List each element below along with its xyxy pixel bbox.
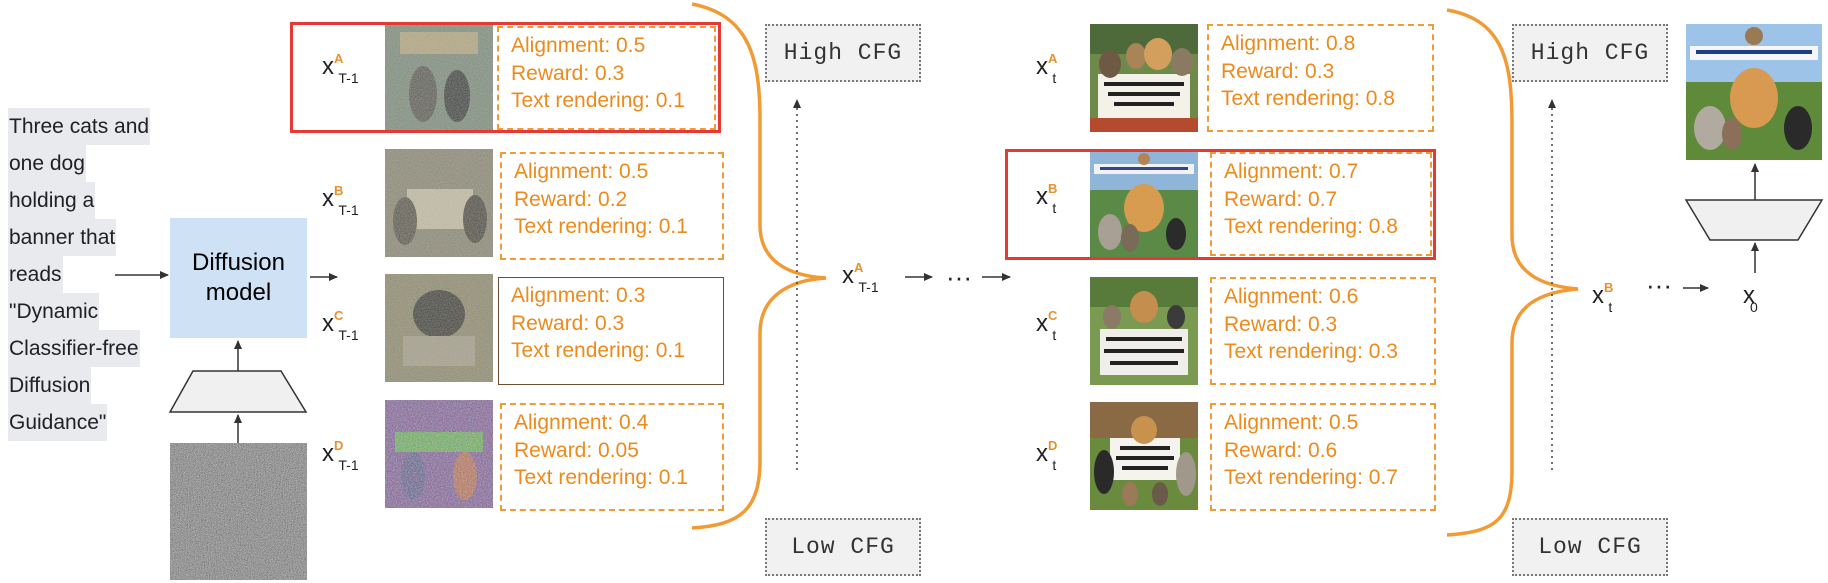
label-xB-cur: xBt (1036, 181, 1058, 216)
text-rendering-score: Text rendering: 0.7 (1224, 466, 1398, 489)
score-box-xA-prev: Alignment: 0.5 Reward: 0.3 Text renderin… (497, 26, 716, 130)
reward-score: Reward: 0.2 (514, 187, 628, 211)
alignment-score: Alignment: 0.4 (514, 411, 649, 434)
thumb-xA-prev (385, 24, 493, 132)
selected-candidate-highlight (1005, 149, 1436, 260)
ellipsis: ··· (946, 262, 972, 292)
label-xC-cur: xCt (1036, 308, 1058, 343)
candidates-brace (1446, 8, 1579, 537)
label-xB-prev: xBT-1 (322, 183, 359, 218)
thumb-xD-prev (385, 400, 493, 508)
prompt-line: one dog (8, 145, 86, 182)
score-box-xD-prev: Alignment: 0.4 Reward: 0.05 Text renderi… (500, 403, 724, 511)
label-xA-prev: xAT-1 (322, 51, 359, 86)
thumb-xC-cur (1090, 277, 1198, 385)
prompt-line: Three cats and (8, 108, 151, 145)
prompt-text: Three cats and one dog holding a banner … (8, 108, 168, 441)
reward-score: Reward: 0.3 (1224, 312, 1338, 336)
text-rendering-score: Text rendering: 0.1 (511, 339, 685, 362)
final-output-image (1686, 24, 1822, 160)
score-box-xA-cur: Alignment: 0.8 Reward: 0.3 Text renderin… (1207, 24, 1434, 132)
noise-input-image (170, 443, 307, 580)
alignment-score: Alignment: 0.6 (1224, 285, 1359, 308)
thumb-xD-cur (1090, 402, 1198, 510)
low-cfg-label: Low CFG (765, 518, 921, 576)
selected-candidate-highlight (290, 22, 721, 133)
label-xD-prev: xDT-1 (322, 438, 359, 473)
label-xC-prev: xCT-1 (322, 308, 359, 343)
prompt-line: holding a (8, 182, 96, 219)
thumb-xA-cur (1090, 24, 1198, 132)
reward-score: Reward: 0.3 (511, 311, 625, 335)
label-xA-cur: xAt (1036, 51, 1058, 86)
alignment-score: Alignment: 0.3 (511, 284, 646, 307)
encoder-trapezoid (168, 370, 308, 413)
model-label-line: model (205, 279, 272, 306)
reward-score: Reward: 0.7 (1224, 187, 1338, 211)
label-chosen-prev: xAT-1 (842, 260, 879, 295)
prompt-line: banner that (8, 219, 117, 256)
alignment-score: Alignment: 0.5 (511, 34, 646, 57)
decoder-trapezoid (1684, 199, 1824, 241)
low-cfg-label: Low CFG (1512, 518, 1668, 576)
prompt-line: "Dynamic (8, 293, 100, 330)
text-rendering-score: Text rendering: 0.1 (514, 215, 688, 238)
score-box-xD-cur: Alignment: 0.5 Reward: 0.6 Text renderin… (1210, 403, 1436, 511)
text-rendering-score: Text rendering: 0.8 (1221, 87, 1395, 110)
score-box-xC-cur: Alignment: 0.6 Reward: 0.3 Text renderin… (1210, 277, 1436, 385)
text-rendering-score: Text rendering: 0.8 (1224, 215, 1398, 238)
label-xD-cur: xDt (1036, 438, 1058, 473)
model-label-line: Diffusion (192, 249, 285, 276)
high-cfg-label: High CFG (765, 24, 921, 82)
alignment-score: Alignment: 0.8 (1221, 32, 1356, 55)
prompt-line: Classifier-free (8, 330, 140, 367)
ellipsis: ··· (1646, 270, 1672, 300)
candidates-brace (691, 2, 827, 530)
alignment-score: Alignment: 0.5 (514, 160, 649, 183)
label-chosen-cur: xBt (1592, 280, 1614, 315)
text-rendering-score: Text rendering: 0.1 (514, 466, 688, 489)
alignment-score: Alignment: 0.7 (1224, 160, 1359, 183)
prompt-line: Guidance" (8, 404, 108, 441)
reward-score: Reward: 0.05 (514, 438, 639, 462)
text-rendering-score: Text rendering: 0.1 (511, 89, 685, 112)
reward-score: Reward: 0.6 (1224, 438, 1338, 462)
reward-score: Reward: 0.3 (1221, 59, 1335, 83)
score-box-xC-prev: Alignment: 0.3 Reward: 0.3 Text renderin… (498, 277, 724, 385)
score-box-xB-cur: Alignment: 0.7 Reward: 0.7 Text renderin… (1210, 152, 1432, 256)
thumb-xC-prev (385, 274, 493, 382)
thumb-xB-prev (385, 149, 493, 257)
label-x0: x0 (1743, 282, 1758, 315)
text-rendering-score: Text rendering: 0.3 (1224, 340, 1398, 363)
prompt-line: Diffusion (8, 367, 92, 404)
thumb-xB-cur (1090, 150, 1198, 258)
prompt-line: reads (8, 256, 63, 293)
score-box-xB-prev: Alignment: 0.5 Reward: 0.2 Text renderin… (500, 152, 724, 260)
diffusion-model-box: Diffusion model (170, 218, 307, 338)
alignment-score: Alignment: 0.5 (1224, 411, 1359, 434)
reward-score: Reward: 0.3 (511, 61, 625, 85)
high-cfg-label: High CFG (1512, 24, 1668, 82)
